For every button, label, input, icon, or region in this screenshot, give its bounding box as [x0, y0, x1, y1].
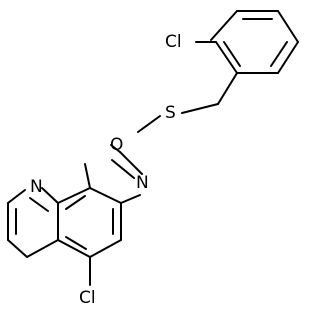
bond: [7, 239, 28, 258]
bond: [65, 195, 86, 210]
bond: [119, 151, 143, 175]
atom-nitrogen-pyridine: N: [30, 177, 43, 197]
bond: [110, 144, 121, 153]
oxazole-ring: [84, 144, 143, 204]
bond: [89, 187, 122, 204]
bond: [223, 41, 241, 67]
bond: [270, 41, 288, 67]
bond: [120, 194, 141, 204]
bond: [29, 197, 49, 212]
chlorophenyl-ring: [210, 10, 299, 74]
bond: [181, 103, 219, 114]
bond: [26, 239, 59, 258]
bond: [84, 163, 91, 189]
bond: [57, 187, 91, 204]
bond: [7, 189, 26, 204]
atom-cl-top: Cl: [165, 32, 182, 52]
bond: [65, 236, 87, 250]
molecule-structure: Cl S O N N Cl: [7, 10, 299, 308]
atom-nitrogen-oxazole: N: [136, 173, 149, 193]
bond: [277, 41, 299, 74]
bond: [217, 72, 238, 105]
bond: [41, 187, 59, 204]
bond: [277, 10, 299, 43]
bond: [137, 115, 161, 133]
quinoline-core: [7, 187, 122, 258]
bond: [57, 239, 91, 258]
bond: [215, 41, 238, 74]
atom-sulfur: S: [165, 103, 176, 123]
atom-oxygen: O: [110, 135, 123, 155]
bond: [210, 10, 238, 41]
bond: [89, 239, 122, 258]
bond: [111, 159, 135, 179]
atom-cl-bottom: Cl: [79, 288, 96, 308]
